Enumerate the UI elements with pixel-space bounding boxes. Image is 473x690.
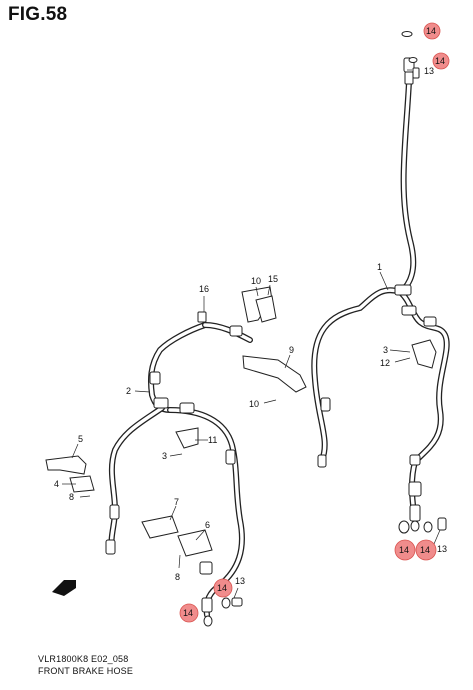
callout-1: 1 <box>377 262 382 272</box>
figure-title: FIG.58 <box>8 4 68 25</box>
callout-15: 15 <box>268 274 278 284</box>
callout-10-lower: 10 <box>249 399 259 409</box>
callout-13-bottom-left: 13 <box>235 576 245 586</box>
callout-14-bottom-right-b: 14 <box>420 545 430 555</box>
callout-3-right: 3 <box>383 345 388 355</box>
callout-8-upper: 8 <box>69 492 74 502</box>
model-code: VLR1800K8 E02_058 <box>38 654 129 664</box>
right-caliper-fasteners <box>398 31 447 534</box>
callout-8-lower: 8 <box>175 572 180 582</box>
callout-14-bottom-left: 14 <box>183 608 193 618</box>
callout-14-upper-right: 14 <box>435 56 445 66</box>
hose-fittings-right <box>317 57 437 522</box>
callout-4: 4 <box>54 479 59 489</box>
callout-9: 9 <box>289 345 294 355</box>
callout-14-top: 14 <box>426 26 436 36</box>
leader-lines <box>62 69 441 599</box>
callout-14-bottom-center: 14 <box>217 583 227 593</box>
highlighted-callouts: 14 14 14 14 14 14 <box>179 22 450 623</box>
callout-11: 11 <box>208 435 217 445</box>
upper-right-hose <box>397 79 417 295</box>
callout-2: 2 <box>126 386 131 396</box>
callout-labels: 1 2 3 3 4 5 6 7 8 8 9 10 10 11 12 13 13 … <box>54 66 447 586</box>
callout-16: 16 <box>199 284 209 294</box>
callout-13-top: 13 <box>424 66 434 76</box>
callout-5: 5 <box>78 434 83 444</box>
callout-6: 6 <box>205 520 210 530</box>
callout-10-upper: 10 <box>251 276 261 286</box>
callout-7: 7 <box>174 497 179 507</box>
diagram-caption: FRONT BRAKE HOSE <box>38 666 134 676</box>
callout-13-bottom-right: 13 <box>437 544 447 554</box>
callout-12: 12 <box>380 358 390 368</box>
callout-14-bottom-right-a: 14 <box>399 545 409 555</box>
hose-fittings-left <box>105 311 243 627</box>
left-upper-hose <box>148 322 253 413</box>
brackets <box>45 286 307 557</box>
front-direction-arrow-icon <box>52 580 76 596</box>
callout-3-left: 3 <box>162 451 167 461</box>
